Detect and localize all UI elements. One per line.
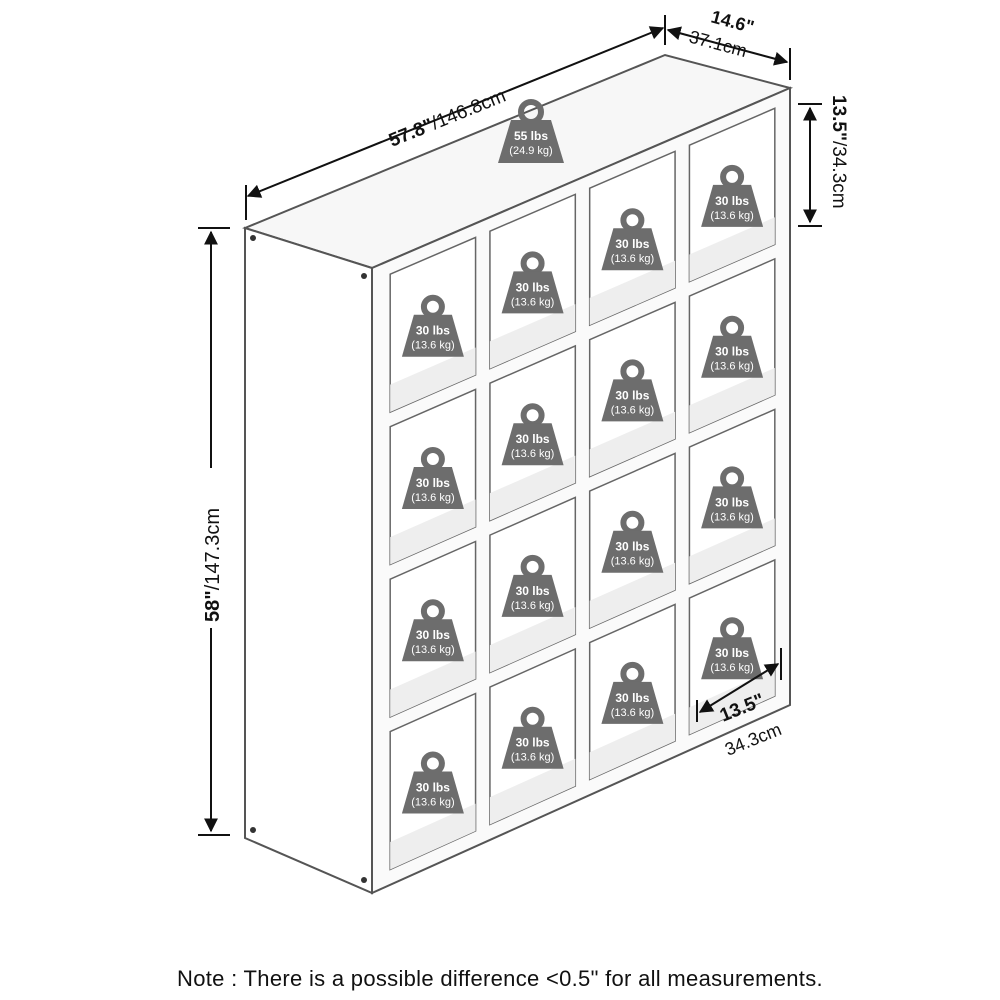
top-weight-lbs: 55 lbs: [514, 129, 548, 143]
cube-weight-kg: (13.6 kg): [511, 448, 554, 460]
cube-weight-kg: (13.6 kg): [710, 511, 753, 523]
screw-dot: [361, 877, 367, 883]
cube-weight-kg: (13.6 kg): [411, 797, 454, 809]
cube-weight-icon: 30 lbs (13.6 kg): [701, 466, 764, 529]
cube-weight-icon: 30 lbs (13.6 kg): [701, 164, 764, 227]
cube-compartment: 30 lbs (13.6 kg): [389, 388, 477, 566]
cube-height-label: 13.5"/34.3cm: [828, 95, 849, 209]
cube-weight-icon: 30 lbs (13.6 kg): [601, 661, 664, 724]
cube-weight-icon: 30 lbs (13.6 kg): [401, 294, 464, 357]
cube-weight-icon: 30 lbs (13.6 kg): [401, 599, 464, 662]
cube-weight-lbs: 30 lbs: [615, 540, 649, 554]
screw-dot: [250, 827, 256, 833]
cube-weight-icon: 30 lbs (13.6 kg): [401, 447, 464, 509]
screw-dot: [361, 273, 367, 279]
cube-weight-icon: 30 lbs (13.6 kg): [501, 251, 564, 314]
cube-weight-kg: (13.6 kg): [611, 253, 654, 265]
cube-compartment: 30 lbs (13.6 kg): [588, 452, 676, 630]
cube-weight-lbs: 30 lbs: [416, 781, 450, 795]
height-metric: /147.3cm: [202, 508, 224, 590]
cube-compartment: 30 lbs (13.6 kg): [389, 692, 477, 871]
cube-weight-lbs: 30 lbs: [516, 432, 550, 446]
top-weight-icon: 55 lbs (24.9 kg): [498, 99, 564, 163]
cube-weight-kg: (13.6 kg): [611, 556, 654, 568]
depth-arrow: [666, 26, 789, 66]
cube-weight-icon: 30 lbs (13.6 kg): [501, 554, 564, 617]
cube-compartment: 30 lbs (13.6 kg): [688, 257, 776, 434]
cube-weight-icon: 30 lbs (13.6 kg): [501, 706, 564, 769]
cube-weight-lbs: 30 lbs: [516, 736, 550, 750]
cube-weight-icon: 30 lbs (13.6 kg): [601, 359, 664, 422]
cube-weight-icon: 30 lbs (13.6 kg): [501, 403, 564, 466]
cube-weight-kg: (13.6 kg): [511, 752, 554, 764]
height-label: 58"/147.3cm: [202, 508, 224, 622]
height-imperial: 58": [202, 590, 224, 622]
cube-compartment: 30 lbs (13.6 kg): [489, 193, 577, 370]
cube-weight-kg: (13.6 kg): [511, 600, 554, 612]
cube-compartment: 30 lbs (13.6 kg): [588, 603, 676, 781]
cube-weight-kg: (13.6 kg): [611, 707, 654, 719]
cube-weight-lbs: 30 lbs: [715, 495, 749, 509]
width-imperial: 57.8": [386, 115, 437, 152]
cube-width-arrow: [698, 663, 780, 713]
cube-weight-lbs: 30 lbs: [715, 646, 749, 660]
cube-compartment: 30 lbs (13.6 kg): [489, 496, 577, 674]
cube-weight-kg: (13.6 kg): [411, 644, 454, 656]
screw-dot: [250, 235, 256, 241]
cube-weight-kg: (13.6 kg): [710, 361, 753, 373]
cube-weight-kg: (13.6 kg): [411, 492, 454, 504]
cube-weight-icon: 30 lbs (13.6 kg): [401, 751, 464, 814]
cube-weight-icon: 30 lbs (13.6 kg): [601, 208, 664, 271]
cube-compartment: 30 lbs (13.6 kg): [489, 647, 577, 826]
cube-weight-lbs: 30 lbs: [416, 324, 450, 338]
cube-compartments: 30 lbs (13.6 kg) 30 lbs (13.6 kg) 30 lbs (13.…: [389, 107, 776, 871]
cube-compartment: 30 lbs (13.6 kg): [688, 408, 776, 585]
cube-compartment: 30 lbs (13.6 kg): [489, 344, 577, 522]
cube-weight-kg: (13.6 kg): [411, 340, 454, 352]
cube-weight-icon: 30 lbs (13.6 kg): [601, 510, 664, 573]
bookcase: 30 lbs (13.6 kg) 30 lbs (13.6 kg) 30 lbs (13.…: [242, 53, 794, 895]
cube-weight-lbs: 30 lbs: [516, 280, 550, 294]
width-arrow: [246, 26, 665, 198]
cube-compartment: 30 lbs (13.6 kg): [688, 107, 776, 283]
cube-weight-kg: (13.6 kg): [611, 404, 654, 416]
cube-weight-lbs: 30 lbs: [416, 628, 450, 642]
top-weight-kg: (24.9 kg): [509, 145, 552, 157]
measurement-note: Note : There is a possible difference <0…: [177, 966, 823, 991]
cube-weight-lbs: 30 lbs: [516, 584, 550, 598]
cube-compartment: 30 lbs (13.6 kg): [588, 301, 676, 478]
cube-weight-lbs: 30 lbs: [615, 388, 649, 402]
cube-weight-lbs: 30 lbs: [715, 194, 749, 208]
cube-height-dimension: 13.5"/34.3cm: [798, 95, 849, 227]
cube-weight-lbs: 30 lbs: [615, 237, 649, 251]
cube-weight-lbs: 30 lbs: [715, 345, 749, 359]
bookcase-side-panel: [244, 226, 373, 895]
cube-compartment: 30 lbs (13.6 kg): [389, 236, 477, 414]
cube-compartment: 30 lbs (13.6 kg): [389, 540, 477, 719]
cube-weight-kg: (13.6 kg): [511, 296, 554, 308]
cube-weight-lbs: 30 lbs: [416, 476, 450, 490]
cube-weight-kg: (13.6 kg): [710, 210, 753, 222]
cube-height-imperial: 13.5": [828, 95, 849, 141]
cube-height-metric: /34.3cm: [828, 141, 849, 209]
cube-weight-icon: 30 lbs (13.6 kg): [701, 315, 764, 378]
cube-weight-kg: (13.6 kg): [710, 662, 753, 674]
height-dimension: 58"/147.3cm: [196, 227, 230, 836]
cube-weight-lbs: 30 lbs: [615, 691, 649, 705]
